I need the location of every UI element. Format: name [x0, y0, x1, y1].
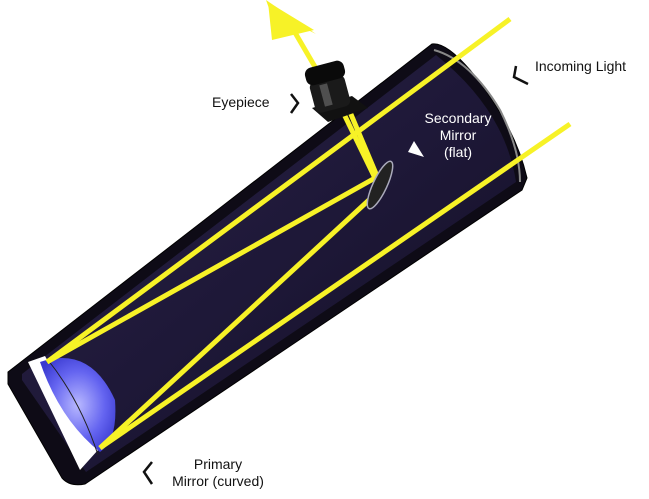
eyepiece-pointer-icon: [289, 93, 300, 114]
eyepiece-label: Eyepiece: [212, 94, 270, 110]
secondary-mirror: [366, 160, 394, 210]
incoming-light-pointer-icon: [512, 65, 529, 86]
secondary-mirror-label-line2: Mirror: [439, 127, 477, 143]
secondary-mirror-pointer-icon: [408, 141, 424, 157]
exit-arrow-head-main: [268, 2, 314, 40]
secondary-mirror-label-line1: Secondary: [424, 110, 492, 126]
primary-mirror-pointer-icon: [142, 461, 154, 485]
primary-mirror-label: Primary Mirror (curved): [162, 456, 274, 490]
incoming-light-label: Incoming Light: [535, 58, 627, 74]
eyepiece: [304, 60, 368, 122]
reflected-ray-top: [45, 175, 377, 365]
incoming-ray-bottom: [98, 121, 572, 451]
incoming-ray-top: [45, 16, 512, 365]
secondary-mirror-label-line3: (flat): [444, 144, 472, 160]
secondary-to-eyepiece-ray-1: [340, 110, 378, 180]
tube-inner: [22, 55, 516, 472]
secondary-mirror-label: Secondary Mirror (flat): [410, 110, 506, 161]
primary-mirror-label-line1: Primary: [193, 456, 243, 472]
reflected-ray-bottom: [98, 186, 384, 450]
primary-mirror-label-line2: Mirror (curved): [172, 473, 264, 489]
primary-mirror: [28, 356, 116, 470]
